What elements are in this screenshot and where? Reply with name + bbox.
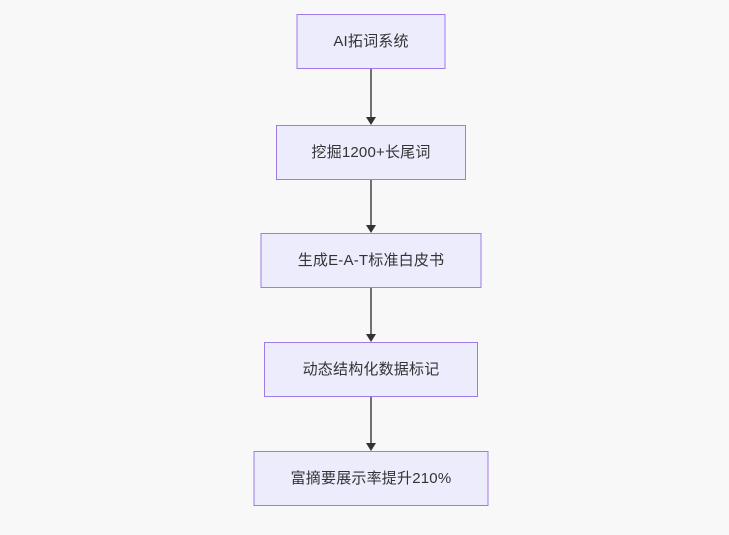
- flow-node-rich-snippet-result[interactable]: 富摘要展示率提升210%: [253, 451, 489, 506]
- flow-edge-4: [365, 397, 377, 451]
- flow-node-longtail-mining[interactable]: 挖掘1200+长尾词: [276, 125, 466, 180]
- flow-edge-line: [370, 69, 372, 117]
- arrow-down-icon: [366, 334, 376, 342]
- flow-edge-2: [365, 180, 377, 233]
- flow-edge-3: [365, 288, 377, 342]
- flow-node-label: 动态结构化数据标记: [302, 361, 440, 378]
- arrow-down-icon: [366, 443, 376, 451]
- flow-node-label: 挖掘1200+长尾词: [311, 144, 431, 161]
- flow-node-structured-data-markup[interactable]: 动态结构化数据标记: [264, 342, 478, 397]
- flow-node-label: 生成E-A-T标准白皮书: [297, 252, 445, 269]
- flow-node-label: AI拓词系统: [333, 33, 409, 50]
- flow-node-ai-keyword-system[interactable]: AI拓词系统: [296, 14, 446, 69]
- arrow-down-icon: [366, 225, 376, 233]
- flow-node-eat-whitepaper[interactable]: 生成E-A-T标准白皮书: [260, 233, 482, 288]
- flow-edge-line: [370, 180, 372, 225]
- flow-node-label: 富摘要展示率提升210%: [290, 470, 452, 487]
- flow-edge-line: [370, 288, 372, 334]
- flow-edge-1: [365, 69, 377, 125]
- arrow-down-icon: [366, 117, 376, 125]
- flow-edge-line: [370, 397, 372, 443]
